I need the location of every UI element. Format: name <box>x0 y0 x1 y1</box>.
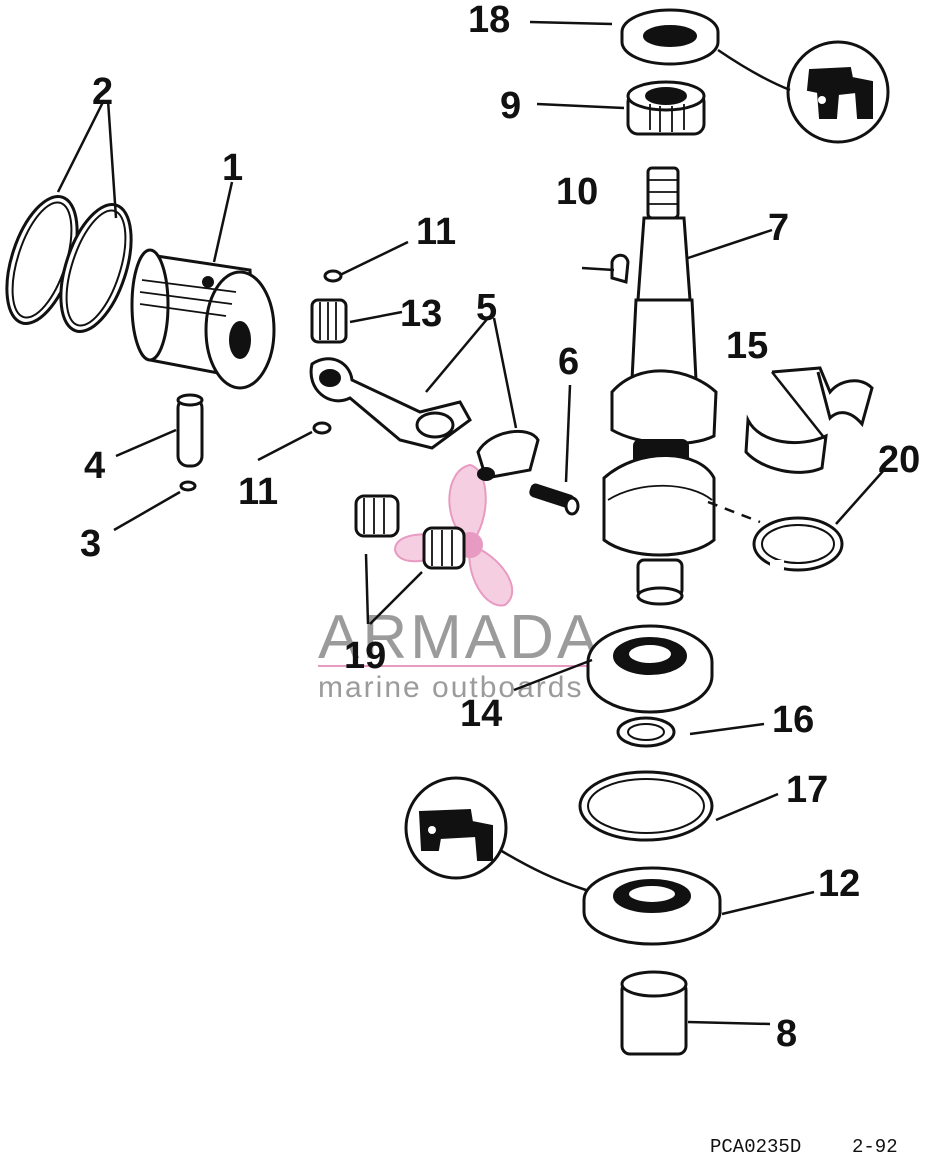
figure-code: PCA0235D <box>710 1136 801 1158</box>
figure-date: 2-92 <box>852 1136 898 1158</box>
sealant-tube-icon <box>717 40 890 144</box>
bearing-liner-15 <box>744 366 874 474</box>
snap-ring-16 <box>616 716 676 748</box>
connecting-rod-5 <box>309 357 540 481</box>
callout-4: 4 <box>84 445 105 487</box>
wrist-pin-4 <box>176 393 204 468</box>
screw-6 <box>529 483 580 516</box>
callout-12: 12 <box>818 863 860 905</box>
piston-1 <box>130 248 276 390</box>
seal-12 <box>582 866 722 946</box>
retainer-3 <box>179 480 197 492</box>
bushing-8 <box>620 970 688 1056</box>
callout-6: 6 <box>558 341 579 383</box>
callout-1: 1 <box>222 147 243 189</box>
callout-17: 17 <box>786 769 828 811</box>
callout-16: 16 <box>772 699 814 741</box>
callout-2: 2 <box>92 71 113 113</box>
callout-15: 15 <box>726 325 768 367</box>
washer-11-top <box>323 269 343 283</box>
washer-11-bottom <box>312 421 332 435</box>
crankshaft-7 <box>602 166 718 606</box>
piston-rings-2 <box>5 195 133 333</box>
sealant-tube-icon <box>404 776 587 892</box>
callout-9: 9 <box>500 85 521 127</box>
bearing-cage-19 <box>354 494 466 570</box>
key-10 <box>610 253 630 284</box>
callout-14: 14 <box>460 693 502 735</box>
watermark-title: ARMADA <box>318 603 601 672</box>
bearing-9 <box>626 80 706 136</box>
callout-10: 10 <box>556 171 598 213</box>
callout-20: 20 <box>878 439 920 481</box>
seal-18 <box>620 8 720 66</box>
needle-bearing-13 <box>310 298 348 344</box>
callout-13: 13 <box>400 293 442 335</box>
retaining-ring-17 <box>578 770 714 842</box>
callout-7: 7 <box>768 207 789 249</box>
callout-3: 3 <box>80 523 101 565</box>
callout-11-bottom: 11 <box>238 471 278 513</box>
ball-bearing-14 <box>586 624 714 714</box>
watermark-subtitle: marine outboards <box>318 671 583 704</box>
callout-19: 19 <box>344 635 386 677</box>
leader-lines <box>56 20 885 1026</box>
callout-numbers: 18 9 2 1 10 7 11 13 5 15 6 4 11 20 3 19 … <box>80 0 920 1055</box>
callout-11-top: 11 <box>416 211 456 253</box>
callout-18: 18 <box>468 0 510 41</box>
callout-8: 8 <box>776 1013 797 1055</box>
callout-5: 5 <box>476 287 497 329</box>
retaining-ring-20 <box>752 516 844 572</box>
